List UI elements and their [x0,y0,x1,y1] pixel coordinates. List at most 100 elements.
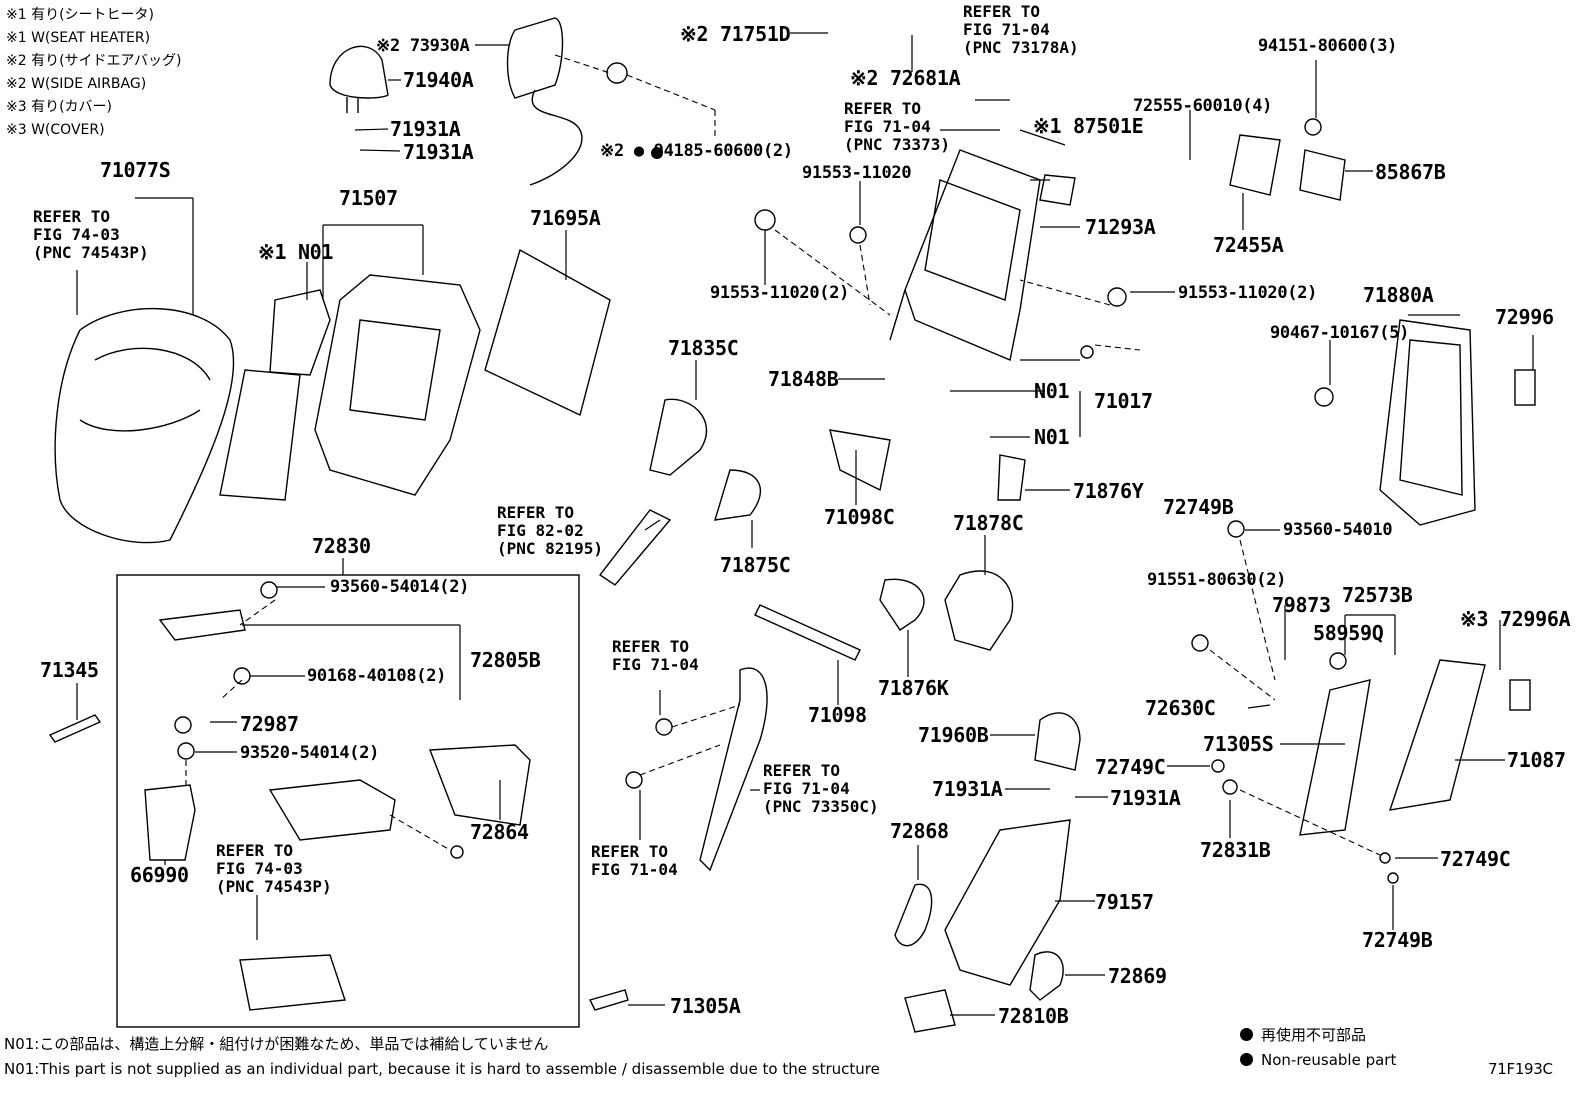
part-label-72987[interactable]: 72987 [240,712,299,736]
part-label-72810B[interactable]: 72810B [998,1004,1069,1028]
part-label-71848B[interactable]: 71848B [768,367,839,391]
part-label-91553-11020-2[interactable]: 91553-11020(2) [710,283,850,303]
legend-non-reusable-jp: 再使用不可部品 [1240,1028,1366,1043]
part-label-N01[interactable]: ※1 N01 [258,240,334,264]
belt-73350C [699,667,768,872]
part-label-73930A[interactable]: ※2 73930A [376,36,470,56]
part-label-71875C[interactable]: 71875C [720,553,791,577]
part-label-72749B[interactable]: 72749B [1163,495,1234,519]
refer-to-82195[interactable]: REFER TO FIG 82-02 (PNC 82195) [497,503,603,558]
part-label-71017[interactable]: 71017 [1094,389,1153,413]
part-label-72864[interactable]: 72864 [470,820,529,844]
part-label-71345[interactable]: 71345 [40,658,99,682]
part-label-71087[interactable]: 71087 [1507,748,1566,772]
part-label-58959Q[interactable]: 58959Q [1313,621,1384,645]
bracket-71098C [829,429,891,492]
refer-to-74543P[interactable]: REFER TO FIG 74-03 (PNC 74543P) [33,207,149,262]
refer-to-fig-71-04[interactable]: REFER TO FIG 71-04 [612,637,699,674]
part-label-72996A[interactable]: ※3 72996A [1460,607,1571,631]
speaker-85867B [1299,149,1346,201]
part-label-71305A[interactable]: 71305A [670,994,741,1018]
headrest-shape [329,45,389,99]
part-label-72749C[interactable]: 72749C [1440,847,1511,871]
part-label-79157[interactable]: 79157 [1095,890,1154,914]
part-label-71940A[interactable]: 71940A [403,68,474,92]
part-label-71293A[interactable]: 71293A [1085,215,1156,239]
part-label-85867B[interactable]: 85867B [1375,160,1446,184]
part-label-93520-54014[interactable]: 93520-54014(2) [240,743,380,763]
refer-to-73178A[interactable]: REFER TO FIG 71-04 (PNC 73178A) [963,2,1079,57]
tray-72864 [429,744,531,826]
part-label-94185-60600[interactable]: ※2 ● 94185-60600(2) [600,141,793,161]
part-label-72805B[interactable]: 72805B [470,648,541,672]
refer-to-fig-71-04[interactable]: REFER TO FIG 71-04 [591,842,678,879]
seatback-pad-71507 [314,274,481,496]
part-label-87501E[interactable]: ※1 87501E [1033,114,1144,138]
part-label-72573B[interactable]: 72573B [1342,583,1413,607]
part-label-72996[interactable]: 72996 [1495,305,1554,329]
refer-to-73350C[interactable]: REFER TO FIG 71-04 (PNC 73350C) [763,761,879,816]
part-label-71876Y[interactable]: 71876Y [1073,479,1144,503]
part-label-71878C[interactable]: 71878C [953,511,1024,535]
part-label-71695A[interactable]: 71695A [530,206,601,230]
refer-to-74543P[interactable]: REFER TO FIG 74-03 (PNC 74543P) [216,841,332,896]
cover-71087 [1388,659,1486,811]
part-label-79873[interactable]: 79873 [1272,593,1331,617]
legend-note-4: ※2 W(SIDE AIRBAG) [6,76,147,92]
part-label-72681A[interactable]: ※2 72681A [850,66,961,90]
legend-note-3: ※2 有り(サイドエアバッグ) [6,53,182,69]
part-label-71876K[interactable]: 71876K [878,676,949,700]
part-label-71931A[interactable]: 71931A [1110,786,1181,810]
part-label-94151-80600[interactable]: 94151-80600(3) [1258,36,1398,56]
latch-71305A [588,989,629,1011]
part-label-N01[interactable]: N01 [1034,425,1070,449]
part-label-72869[interactable]: 72869 [1108,964,1167,988]
part-label-91553-11020-2[interactable]: 91553-11020(2) [1178,283,1318,303]
legend-non-reusable-jp-text: 再使用不可部品 [1261,1026,1367,1044]
part-label-72868[interactable]: 72868 [890,819,949,843]
part-label-72831B[interactable]: 72831B [1200,838,1271,862]
part-label-71931A[interactable]: 71931A [932,777,1003,801]
part-label-71931A[interactable]: 71931A [390,117,461,141]
part-label-90168-40108[interactable]: 90168-40108(2) [307,666,447,686]
bracket-72455A [1229,134,1281,196]
part-label-66990[interactable]: 66990 [130,863,189,887]
part-label-91551-80630[interactable]: 91551-80630(2) [1147,570,1287,590]
part-72868 [894,883,933,947]
part-label-71880A[interactable]: 71880A [1363,283,1434,307]
refer-to-73373[interactable]: REFER TO FIG 71-04 (PNC 73373) [844,99,950,154]
part-label-71077S[interactable]: 71077S [100,158,171,182]
console-body [268,779,396,841]
part-label-72830[interactable]: 72830 [312,534,371,558]
part-label-71507[interactable]: 71507 [339,186,398,210]
part-label-72555-60010[interactable]: 72555-60010(4) [1133,96,1273,116]
part-label-72749B[interactable]: 72749B [1362,928,1433,952]
part-label-71305S[interactable]: 71305S [1203,732,1274,756]
part-66990 [144,784,196,861]
part-label-71751D[interactable]: ※2 71751D [680,22,791,46]
part-label-N01[interactable]: N01 [1034,379,1070,403]
harness-82195 [598,509,672,586]
part-label-71098[interactable]: 71098 [808,703,867,727]
seat-frame-71017 [904,149,1041,361]
non-reusable-dot-icon [1240,1053,1253,1066]
part-label-93560-54010[interactable]: 93560-54010 [1283,520,1393,540]
cover-71876Y [997,454,1026,501]
part-label-71960B[interactable]: 71960B [918,723,989,747]
part-label-71835C[interactable]: 71835C [668,336,739,360]
cover-71835C [649,398,708,476]
part-label-93560-54014[interactable]: 93560-54014(2) [330,577,470,597]
part-label-71098C[interactable]: 71098C [824,505,895,529]
part-label-91553-11020[interactable]: 91553-11020 [802,163,912,183]
hinge-71305S [1299,679,1371,836]
part-label-72749C[interactable]: 72749C [1095,755,1166,779]
part-label-90467-10167[interactable]: 90467-10167(5) [1270,323,1410,343]
part-label-71931A[interactable]: 71931A [403,140,474,164]
part-label-72455A[interactable]: 72455A [1213,233,1284,257]
part-72869 [1029,951,1064,1001]
part-72810B [904,989,956,1033]
part-label-72630C[interactable]: 72630C [1145,696,1216,720]
airbag-shape [506,17,564,99]
